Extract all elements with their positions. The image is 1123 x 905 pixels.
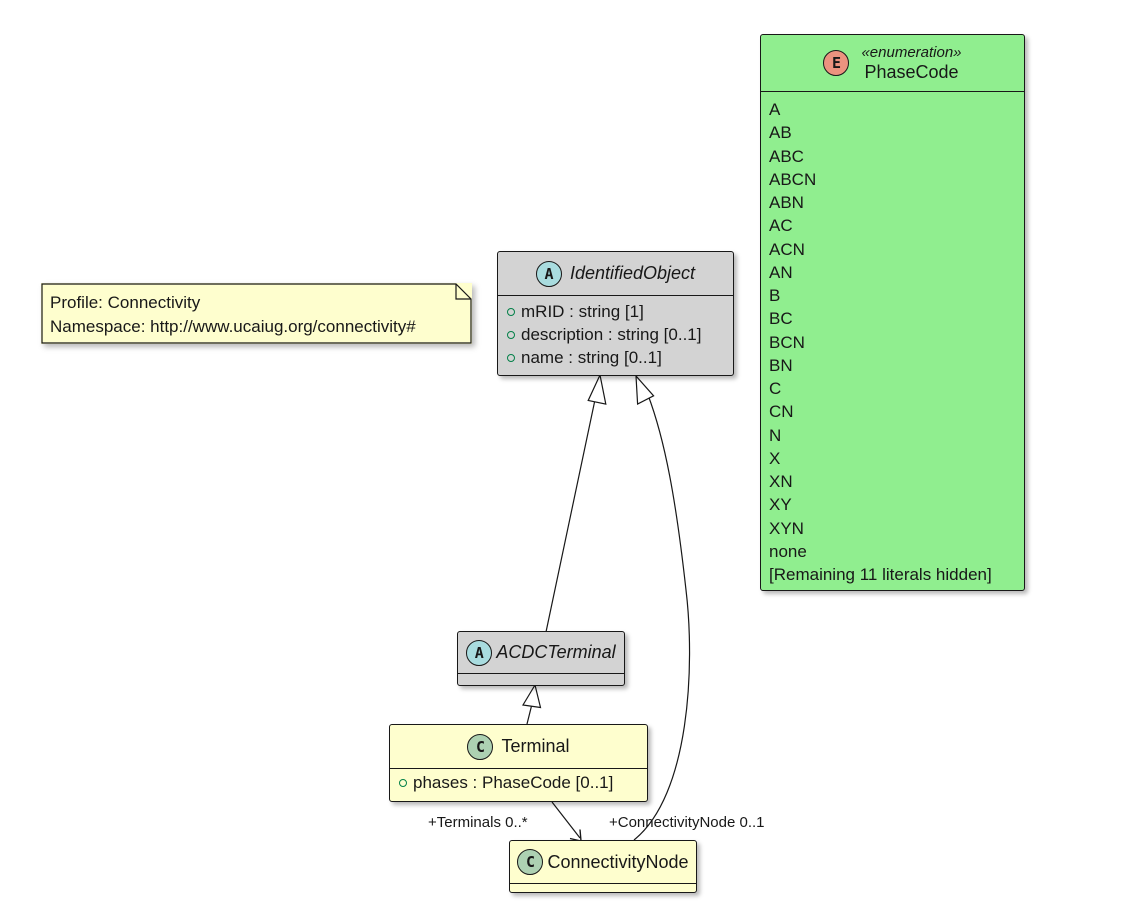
class-spot-icon: C — [467, 733, 494, 760]
enum-hidden-literals-note: [Remaining 11 literals hidden] — [769, 565, 992, 584]
enum-literal: C — [769, 379, 782, 398]
class-spot-icon: C — [517, 849, 544, 875]
enum-phasecode[interactable]: E «enumeration» PhaseCode A AB ABC ABCN … — [760, 34, 1025, 591]
enum-literal: ABCN — [769, 169, 817, 189]
attribute-row: phases : PhaseCode [0..1] — [399, 771, 641, 794]
association-label-connectivitynode: +ConnectivityNode 0..1 — [609, 814, 765, 831]
enum-literal: BCN — [769, 332, 805, 352]
abstract-class-spot-icon: A — [535, 260, 562, 287]
enum-literal: XY — [769, 495, 792, 515]
enum-literal: AB — [769, 123, 792, 143]
generalization-acdcterminal-identifiedobject — [545, 394, 597, 633]
class-name: Terminal — [501, 736, 570, 756]
enum-literal: CN — [769, 402, 794, 422]
enum-literal: N — [769, 425, 782, 445]
enum-literal: XYN — [769, 518, 804, 538]
enum-literal: none — [769, 541, 807, 561]
note-namespace-line: Namespace: http://www.ucaiug.org/connect… — [50, 317, 416, 336]
generalization-terminal-acdcterminal — [526, 703, 533, 725]
enum-literal: BC — [769, 309, 793, 329]
enum-stereotype: «enumeration» — [861, 43, 962, 61]
class-name: ACDCTerminal — [496, 642, 616, 662]
class-identifiedobject[interactable]: A IdentifiedObject mRID : string [1] des… — [497, 251, 734, 376]
attribute-row: mRID : string [1] — [507, 300, 727, 323]
enum-literal: B — [769, 286, 781, 305]
public-visibility-icon — [507, 353, 515, 362]
generalization-arrowhead — [635, 374, 655, 405]
profile-note: Profile: Connectivity Namespace: http://… — [41, 283, 472, 344]
class-acdcterminal[interactable]: A ACDCTerminal — [457, 631, 625, 686]
enum-literal: AN — [769, 262, 793, 282]
public-visibility-icon — [507, 330, 515, 339]
public-visibility-icon — [507, 307, 515, 316]
enum-literal: ABC — [769, 146, 804, 166]
enum-literal: BN — [769, 355, 793, 375]
attribute-row: description : string [0..1] — [507, 323, 727, 346]
public-visibility-icon — [399, 778, 407, 787]
enum-literal: ABN — [769, 193, 804, 212]
class-name: IdentifiedObject — [569, 263, 696, 283]
generalization-arrowhead — [587, 373, 607, 405]
enum-literal: XN — [769, 472, 793, 491]
abstract-class-spot-icon: A — [466, 639, 493, 666]
generalization-arrowhead — [522, 683, 542, 709]
enum-literal: X — [769, 448, 781, 468]
enum-literal: AC — [769, 216, 793, 236]
enum-literal: ACN — [769, 239, 805, 259]
enumeration-spot-icon: E — [823, 50, 850, 76]
association-terminal-connectivitynode — [551, 801, 581, 839]
class-connectivitynode[interactable]: C ConnectivityNode — [509, 840, 697, 893]
attribute-row: name : string [0..1] — [507, 346, 727, 369]
association-label-terminals: +Terminals 0..* — [428, 814, 528, 831]
class-name: PhaseCode — [864, 61, 959, 82]
enum-literal: A — [769, 100, 781, 119]
class-name: ConnectivityNode — [547, 851, 689, 872]
note-profile-line: Profile: Connectivity — [50, 293, 201, 312]
class-terminal[interactable]: C Terminal phases : PhaseCode [0..1] — [389, 724, 648, 802]
